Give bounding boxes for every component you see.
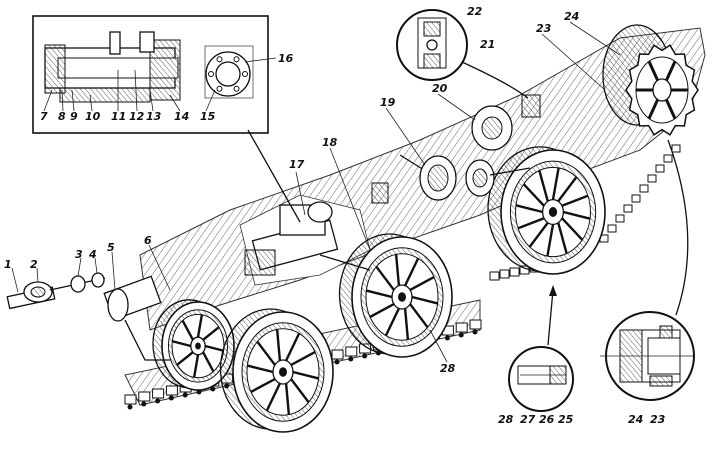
label-24: 24	[564, 10, 579, 23]
label-3: 3	[75, 248, 83, 261]
label-16: 16	[278, 52, 294, 65]
label-27: 27	[520, 413, 536, 426]
idler-bracket	[465, 105, 531, 197]
label-18: 18	[322, 136, 338, 149]
label-22: 22	[467, 5, 483, 18]
road-wheel-second	[219, 308, 334, 433]
label-24-hub: 24	[628, 413, 643, 426]
label-8: 8	[58, 110, 66, 123]
road-wheel-rear	[487, 146, 606, 275]
leader-lines	[11, 21, 621, 363]
detail-inset-hub	[32, 15, 301, 223]
label-12: 12	[129, 110, 145, 123]
label-17: 17	[289, 158, 305, 171]
torsion-bar-assembly	[6, 272, 170, 361]
label-19: 19	[380, 96, 396, 109]
label-21: 21	[480, 38, 495, 51]
shock-absorber	[244, 201, 371, 276]
road-wheel-front	[152, 299, 235, 391]
label-28-track: 28	[440, 362, 456, 375]
support-roller	[371, 154, 457, 204]
label-20: 20	[432, 82, 448, 95]
label-11: 11	[111, 110, 126, 123]
label-26: 26	[539, 413, 555, 426]
mounting-bracket	[521, 94, 541, 118]
road-wheel-third	[338, 233, 453, 358]
label-23: 23	[536, 22, 552, 35]
label-23-hub: 23	[650, 413, 666, 426]
label-2: 2	[30, 258, 38, 271]
drive-sprocket	[602, 24, 699, 136]
label-14: 14	[174, 110, 189, 123]
label-10: 10	[85, 110, 101, 123]
label-9: 9	[70, 110, 78, 123]
callout-labels: 1 2 3 4 5 6 7 8 9 10 11 12 13 14 15 16 1…	[4, 5, 666, 426]
detail-circle-bearing	[396, 9, 529, 99]
label-13: 13	[146, 110, 162, 123]
label-7: 7	[40, 110, 48, 123]
label-25: 25	[558, 413, 574, 426]
detail-circle-sprocket-hub	[600, 139, 695, 401]
label-1: 1	[4, 258, 12, 271]
label-6: 6	[144, 234, 152, 247]
label-4: 4	[88, 248, 97, 261]
label-28-pin: 28	[498, 413, 514, 426]
detail-circle-track-pin	[508, 285, 574, 412]
label-5: 5	[107, 241, 115, 254]
label-15: 15	[200, 110, 216, 123]
